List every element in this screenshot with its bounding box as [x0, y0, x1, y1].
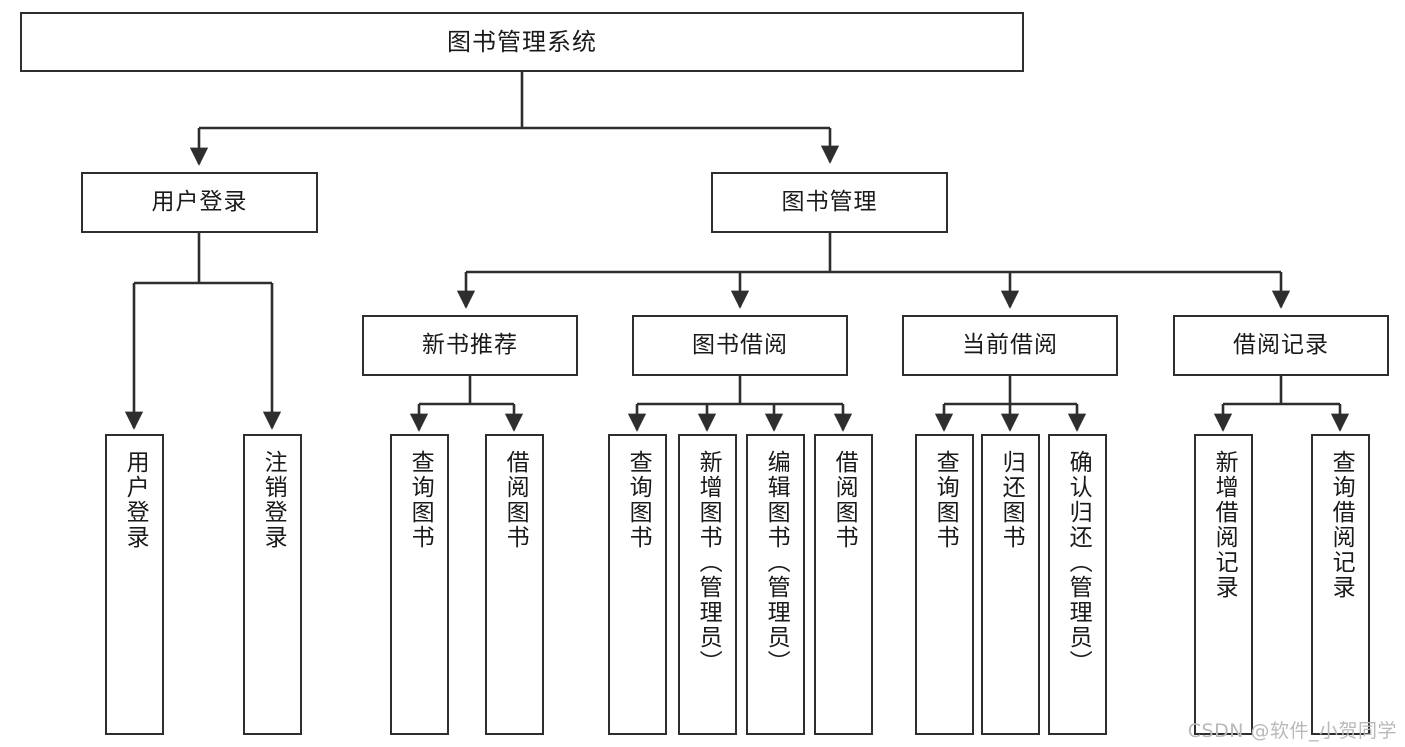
- node-label: 查询借阅记录: [1328, 450, 1355, 600]
- node-leaf-user-login[interactable]: 用户登录: [105, 434, 164, 735]
- node-label: 查询图书: [407, 450, 434, 550]
- node-label: 用户登录: [122, 450, 149, 550]
- node-label: 新书推荐: [422, 331, 518, 358]
- node-user-login[interactable]: 用户登录: [81, 172, 318, 233]
- node-leaf-add-book[interactable]: 新增图书（管理员）: [678, 434, 737, 735]
- node-leaf-borrow-book-1[interactable]: 借阅图书: [485, 434, 544, 735]
- node-leaf-query-book-1[interactable]: 查询图书: [390, 434, 449, 735]
- node-label: 图书借阅: [692, 331, 788, 358]
- node-leaf-query-book-3[interactable]: 查询图书: [915, 434, 974, 735]
- node-borrow-record[interactable]: 借阅记录: [1173, 315, 1389, 376]
- node-root-system[interactable]: 图书管理系统: [20, 12, 1024, 72]
- node-label: 查询图书: [932, 450, 959, 550]
- node-label: 确认归还（管理员）: [1065, 450, 1092, 675]
- node-label: 用户登录: [151, 188, 248, 215]
- node-label: 新增借阅记录: [1211, 450, 1238, 600]
- node-label: 借阅图书: [502, 450, 529, 550]
- node-label: 查询图书: [625, 450, 652, 550]
- node-label: 新增图书（管理员）: [695, 450, 722, 675]
- node-leaf-query-book-2[interactable]: 查询图书: [608, 434, 667, 735]
- node-label: 图书管理: [781, 188, 878, 215]
- node-label: 编辑图书（管理员）: [763, 450, 790, 675]
- node-leaf-edit-book[interactable]: 编辑图书（管理员）: [746, 434, 805, 735]
- node-book-manage[interactable]: 图书管理: [711, 172, 948, 233]
- node-label: 归还图书: [998, 450, 1025, 550]
- node-leaf-add-record[interactable]: 新增借阅记录: [1194, 434, 1253, 735]
- node-label: 借阅图书: [831, 450, 858, 550]
- node-leaf-borrow-book-2[interactable]: 借阅图书: [814, 434, 873, 735]
- node-leaf-return-book[interactable]: 归还图书: [981, 434, 1040, 735]
- node-label: 图书管理系统: [447, 27, 597, 56]
- node-book-borrow[interactable]: 图书借阅: [632, 315, 848, 376]
- node-leaf-confirm-return[interactable]: 确认归还（管理员）: [1048, 434, 1107, 735]
- node-label: 注销登录: [260, 450, 287, 550]
- node-leaf-query-record[interactable]: 查询借阅记录: [1311, 434, 1370, 735]
- node-label: 当前借阅: [962, 331, 1058, 358]
- node-current-borrow[interactable]: 当前借阅: [902, 315, 1118, 376]
- node-leaf-logout-login[interactable]: 注销登录: [243, 434, 302, 735]
- csdn-watermark: CSDN @软件_小贺同学: [1187, 720, 1397, 742]
- node-new-book-recommend[interactable]: 新书推荐: [362, 315, 578, 376]
- node-label: 借阅记录: [1233, 331, 1329, 358]
